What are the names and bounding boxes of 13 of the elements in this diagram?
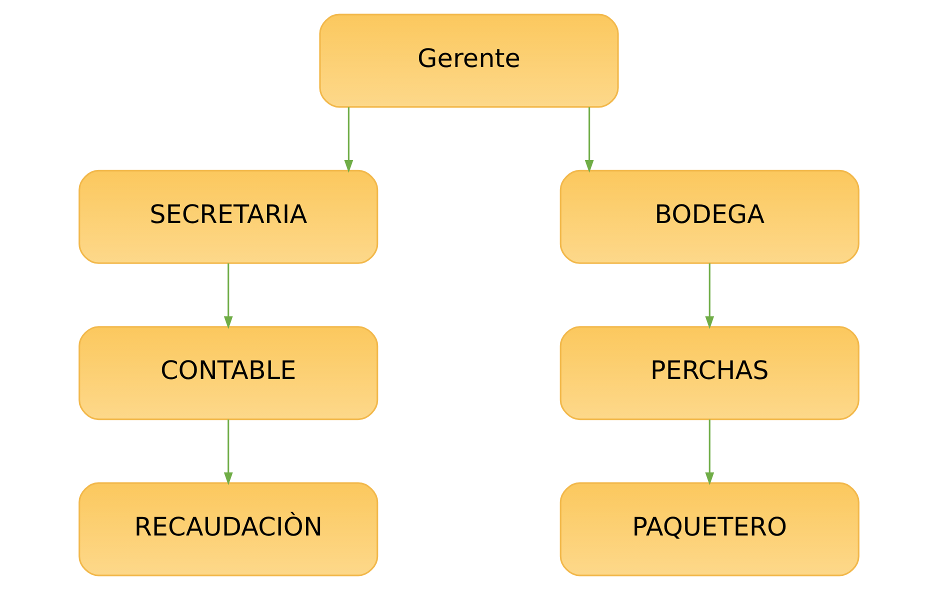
node-box: CONTABLE (78, 326, 378, 420)
arrow (344, 107, 354, 173)
node-box: PERCHAS (560, 326, 860, 420)
arrow (224, 420, 233, 486)
node-box: BODEGA (560, 170, 860, 264)
node-box: RECAUDACIÒN (78, 482, 378, 576)
node-box: SECRETARIA (78, 170, 378, 264)
node-box: PAQUETERO (560, 482, 860, 576)
arrow (584, 107, 594, 173)
arrow (224, 263, 233, 329)
arrow (705, 263, 714, 329)
arrow (705, 420, 714, 486)
node-box: Gerente (319, 14, 619, 108)
